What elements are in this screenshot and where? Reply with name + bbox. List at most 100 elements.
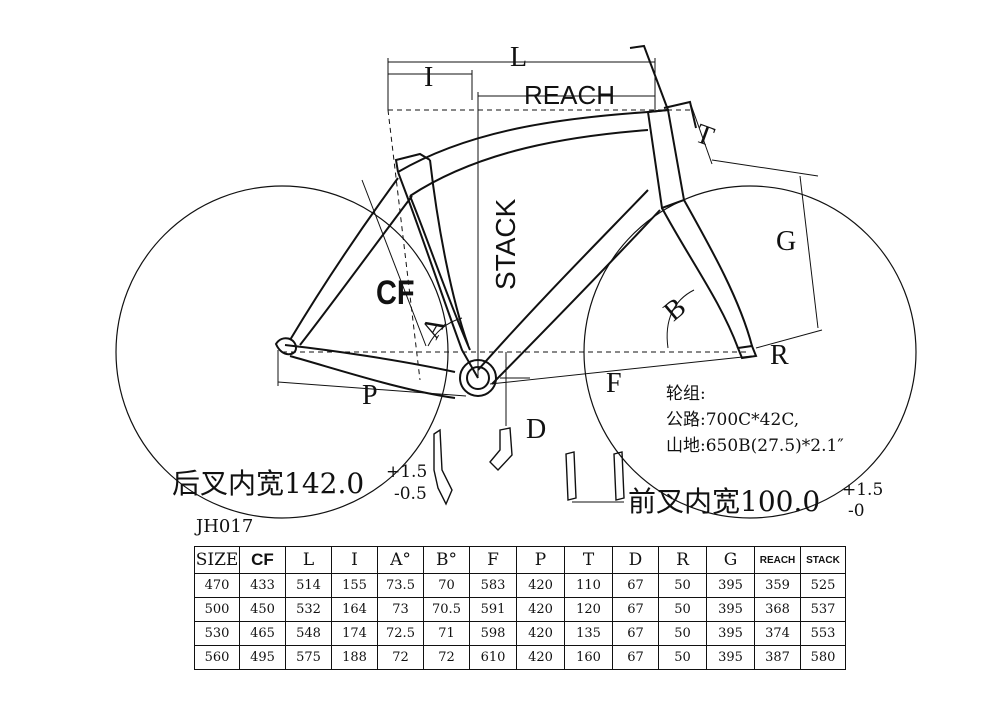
header-p: P xyxy=(516,546,565,574)
table-cell: 50 xyxy=(658,597,707,622)
table-cell: 72 xyxy=(377,645,424,670)
label-reach: REACH xyxy=(524,80,616,110)
table-cell: 359 xyxy=(754,573,801,598)
table-cell: 610 xyxy=(469,645,517,670)
table-cell: 500 xyxy=(194,597,240,622)
header-f: F xyxy=(469,546,517,574)
table-cell: 155 xyxy=(331,573,378,598)
header-b: B° xyxy=(423,546,470,574)
header-g: G xyxy=(706,546,755,574)
table-row: 500 450 532 164 73 70.5 591 420 120 67 5… xyxy=(194,597,846,622)
table-cell: 50 xyxy=(658,621,707,646)
table-cell: 548 xyxy=(285,621,332,646)
header-stack: STACK xyxy=(800,546,846,574)
table-cell: 537 xyxy=(800,597,846,622)
table-cell: 450 xyxy=(239,597,286,622)
table-cell: 368 xyxy=(754,597,801,622)
table-cell: 575 xyxy=(285,645,332,670)
front-spacing-tol-plus: +1.5 xyxy=(842,480,884,500)
table-row: 530 465 548 174 72.5 71 598 420 135 67 5… xyxy=(194,621,846,646)
header-l: L xyxy=(285,546,332,574)
label-stack: STACK xyxy=(490,198,521,290)
table-cell: 164 xyxy=(331,597,378,622)
label-D: D xyxy=(526,414,547,445)
table-cell: 72.5 xyxy=(377,621,424,646)
table-cell: 495 xyxy=(239,645,286,670)
header-t: T xyxy=(564,546,613,574)
header-a: A° xyxy=(377,546,424,574)
table-cell: 188 xyxy=(331,645,378,670)
table-cell: 530 xyxy=(194,621,240,646)
table-cell: 560 xyxy=(194,645,240,670)
table-cell: 374 xyxy=(754,621,801,646)
table-cell: 73.5 xyxy=(377,573,424,598)
table-cell: 395 xyxy=(706,573,755,598)
table-cell: 72 xyxy=(423,645,470,670)
geometry-table: SIZE CF L I A° B° F P T D R G REACH STAC… xyxy=(194,546,846,670)
table-header-row: SIZE CF L I A° B° F P T D R G REACH STAC… xyxy=(194,546,846,574)
table-cell: 70 xyxy=(423,573,470,598)
front-dropout-parts xyxy=(565,451,625,501)
table-cell: 420 xyxy=(516,597,565,622)
table-cell: 70.5 xyxy=(423,597,470,622)
header-cf: CF xyxy=(239,546,286,574)
bike-frame xyxy=(274,44,758,399)
table-cell: 591 xyxy=(469,597,517,622)
table-row: 470 433 514 155 73.5 70 583 420 110 67 5… xyxy=(194,573,846,598)
table-cell: 160 xyxy=(564,645,613,670)
rear-spacing-text: 后叉内宽142.0 xyxy=(172,467,365,500)
label-R: R xyxy=(770,340,789,371)
header-i: I xyxy=(331,546,378,574)
table-cell: 174 xyxy=(331,621,378,646)
label-G: G xyxy=(776,226,797,257)
table-cell: 465 xyxy=(239,621,286,646)
label-L: L xyxy=(510,42,528,73)
table-cell: 470 xyxy=(194,573,240,598)
front-spacing-tol-minus: -0 xyxy=(848,501,865,521)
table-cell: 110 xyxy=(564,573,613,598)
rear-dropout-parts xyxy=(433,427,513,506)
header-d: D xyxy=(612,546,659,574)
table-cell: 67 xyxy=(612,597,659,622)
table-cell: 420 xyxy=(516,573,565,598)
table-cell: 67 xyxy=(612,621,659,646)
header-reach: REACH xyxy=(754,546,801,574)
table-cell: 514 xyxy=(285,573,332,598)
wheelset-road: 公路:700C*42C, xyxy=(666,410,800,430)
table-cell: 71 xyxy=(423,621,470,646)
table-cell: 553 xyxy=(800,621,846,646)
rear-spacing-tol-plus: +1.5 xyxy=(386,462,428,482)
header-r: R xyxy=(658,546,707,574)
label-P: P xyxy=(362,380,378,411)
table-cell: 73 xyxy=(377,597,424,622)
table-cell: 50 xyxy=(658,645,707,670)
rear-spacing-tol-minus: -0.5 xyxy=(394,484,427,504)
header-size: SIZE xyxy=(194,546,240,574)
table-cell: 395 xyxy=(706,621,755,646)
label-I: I xyxy=(424,62,434,93)
front-spacing-text: 前叉内宽100.0 xyxy=(628,485,821,518)
wheelset-mtb: 山地:650B(27.5)*2.1″ xyxy=(666,436,844,456)
table-cell: 120 xyxy=(564,597,613,622)
wheelset-title: 轮组: xyxy=(666,384,706,404)
table-cell: 395 xyxy=(706,597,755,622)
label-CF: CF xyxy=(376,274,415,312)
table-cell: 420 xyxy=(516,645,565,670)
table-cell: 395 xyxy=(706,645,755,670)
table-cell: 67 xyxy=(612,573,659,598)
table-row: 560 495 575 188 72 72 610 420 160 67 50 … xyxy=(194,645,846,670)
table-cell: 387 xyxy=(754,645,801,670)
table-cell: 67 xyxy=(612,645,659,670)
table-cell: 598 xyxy=(469,621,517,646)
table-cell: 135 xyxy=(564,621,613,646)
table-cell: 583 xyxy=(469,573,517,598)
label-F: F xyxy=(606,368,622,399)
table-cell: 50 xyxy=(658,573,707,598)
table-cell: 433 xyxy=(239,573,286,598)
table-cell: 532 xyxy=(285,597,332,622)
table-cell: 525 xyxy=(800,573,846,598)
table-cell: 580 xyxy=(800,645,846,670)
model-number: JH017 xyxy=(196,516,254,537)
table-cell: 420 xyxy=(516,621,565,646)
